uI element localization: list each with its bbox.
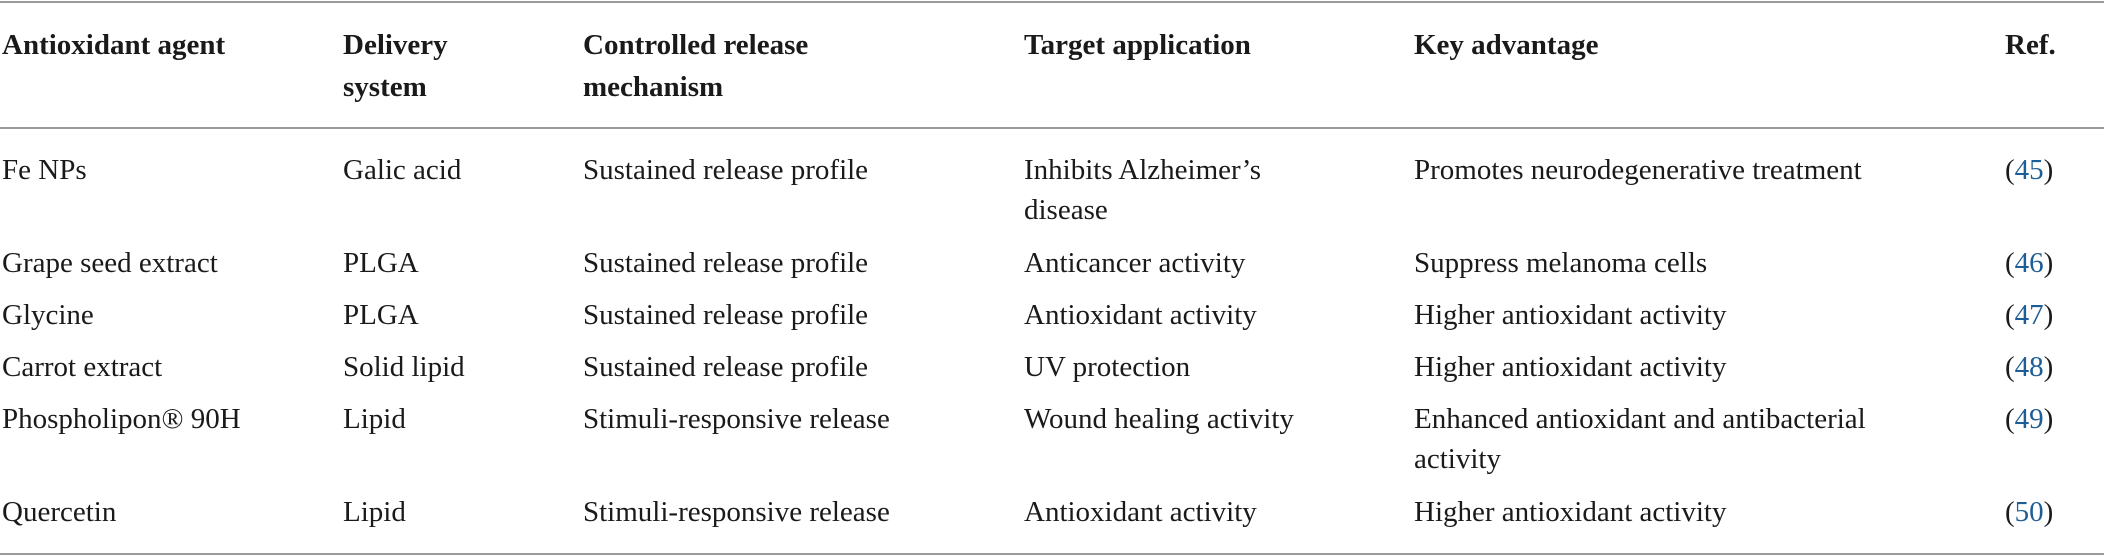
cell-application: Wound healing activity <box>1024 403 1294 435</box>
reference-link[interactable]: 45 <box>2014 154 2044 186</box>
reference-link[interactable]: 48 <box>2014 351 2044 383</box>
header-antioxidant-agent: Antioxidant agent <box>2 29 226 61</box>
cell-agent: Quercetin <box>2 496 117 528</box>
reference-link[interactable]: 50 <box>2014 496 2044 528</box>
cell-agent: Carrot extract <box>2 351 163 383</box>
cell-mechanism: Sustained release profile <box>583 299 869 331</box>
cell-agent: Grape seed extract <box>2 247 218 279</box>
cell-application: Antioxidant activity <box>1024 496 1257 528</box>
cell-advantage: Higher antioxidant activity <box>1414 299 1727 331</box>
reference-link[interactable]: 47 <box>2014 299 2044 331</box>
reference-link[interactable]: 46 <box>2014 247 2044 279</box>
cell-ref: (45) <box>2005 154 2054 186</box>
header-target-application: Target application <box>1024 29 1251 61</box>
cell-application: Antioxidant activity <box>1024 299 1257 331</box>
reference-link[interactable]: 49 <box>2014 403 2044 435</box>
cell-mechanism: Stimuli-responsive release <box>583 403 890 435</box>
cell-application: Inhibits Alzheimer’s disease <box>1024 154 1262 226</box>
header-key-advantage: Key advantage <box>1414 29 1599 61</box>
cell-advantage: Promotes neurodegenerative treatment <box>1414 154 1862 186</box>
table-header-rule <box>0 127 2104 129</box>
cell-delivery: Lipid <box>343 403 406 435</box>
cell-mechanism: Stimuli-responsive release <box>583 496 890 528</box>
cell-mechanism: Sustained release profile <box>583 154 869 186</box>
cell-delivery: Solid lipid <box>343 351 465 383</box>
cell-delivery: Galic acid <box>343 154 462 186</box>
cell-ref: (47) <box>2005 299 2054 331</box>
header-delivery-system: Delivery system <box>343 29 448 103</box>
cell-application: UV protection <box>1024 351 1191 383</box>
cell-agent: Fe NPs <box>2 154 87 186</box>
cell-advantage: Higher antioxidant activity <box>1414 496 1727 528</box>
cell-delivery: PLGA <box>343 299 419 331</box>
header-ref: Ref. <box>2005 29 2056 61</box>
cell-agent: Phospholipon® 90H <box>2 403 241 435</box>
cell-mechanism: Sustained release profile <box>583 247 869 279</box>
cell-ref: (48) <box>2005 351 2054 383</box>
cell-ref: (46) <box>2005 247 2054 279</box>
cell-delivery: Lipid <box>343 496 406 528</box>
cell-advantage: Higher antioxidant activity <box>1414 351 1727 383</box>
table-top-rule <box>0 1 2104 3</box>
cell-application: Anticancer activity <box>1024 247 1246 279</box>
cell-advantage: Enhanced antioxidant and antibacterial a… <box>1414 403 1866 475</box>
table-bottom-rule <box>0 553 2104 555</box>
cell-delivery: PLGA <box>343 247 419 279</box>
cell-advantage: Suppress melanoma cells <box>1414 247 1708 279</box>
cell-agent: Glycine <box>2 299 94 331</box>
cell-mechanism: Sustained release profile <box>583 351 869 383</box>
cell-ref: (50) <box>2005 496 2054 528</box>
header-controlled-release-mechanism: Controlled release mechanism <box>583 29 809 103</box>
cell-ref: (49) <box>2005 403 2054 435</box>
